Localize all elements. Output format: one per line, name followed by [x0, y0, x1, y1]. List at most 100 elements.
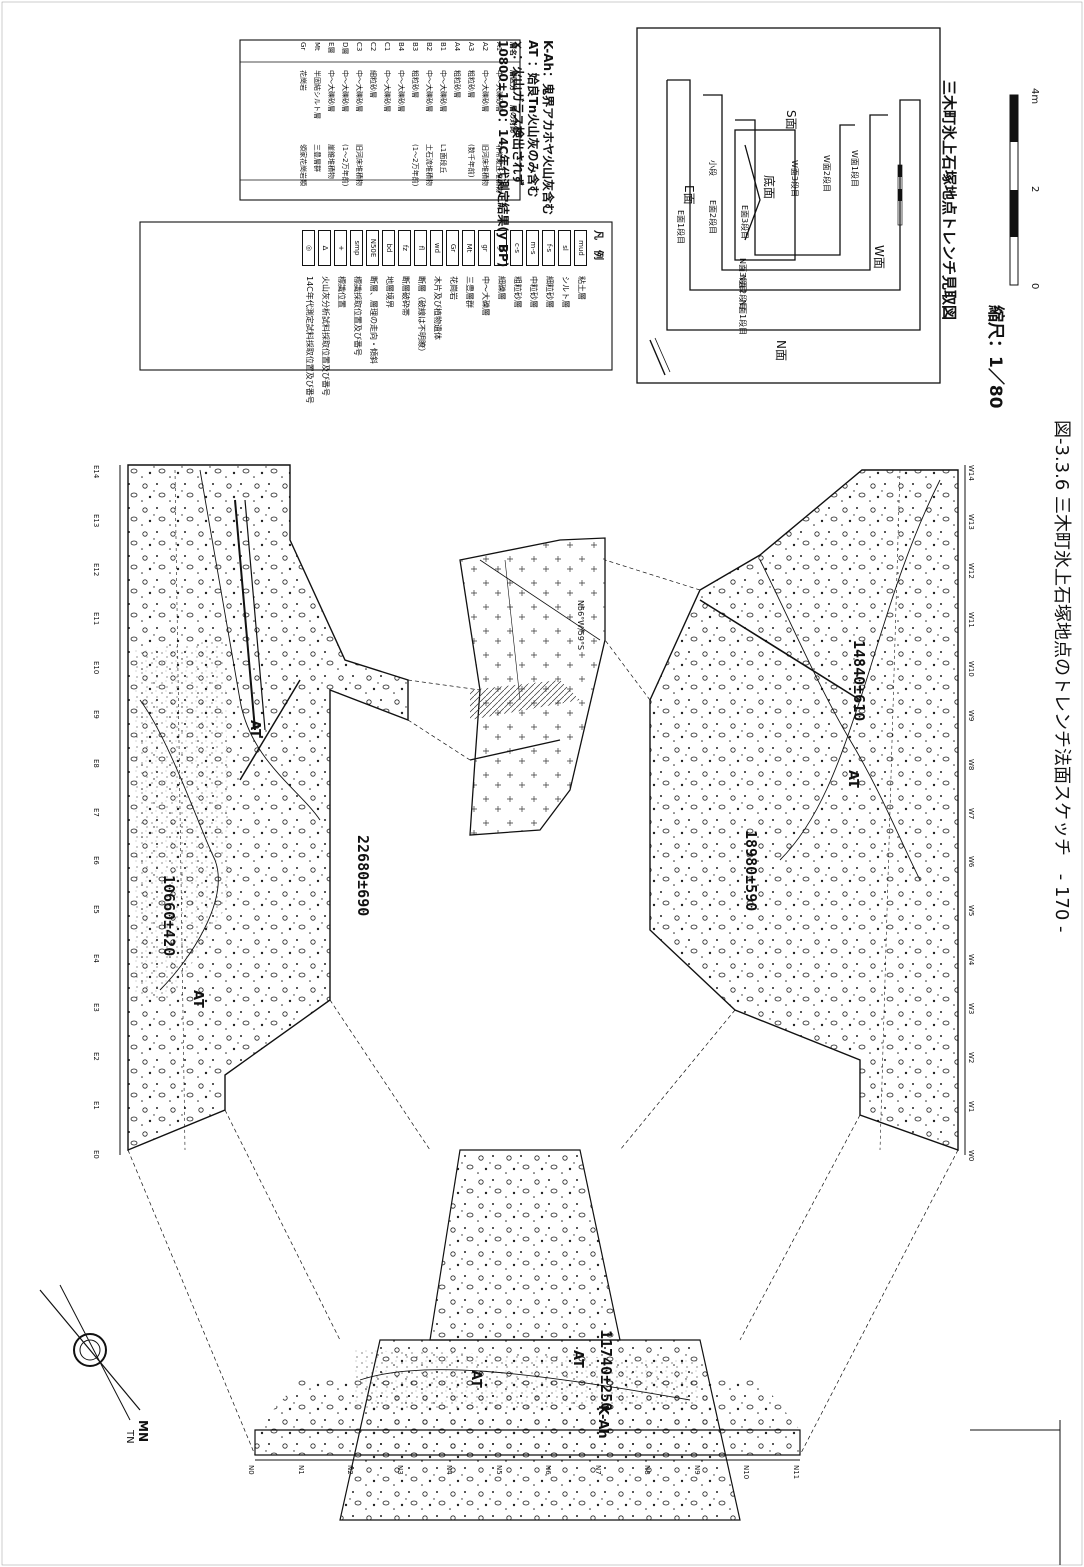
e-tick-label: E5: [92, 905, 100, 915]
w-tick-label: W5: [967, 905, 975, 917]
unit-correlation: (1～2万年前): [411, 144, 419, 187]
e-tick-label: E4: [92, 954, 100, 964]
unit-table-row: A4 粗粒砂層: [450, 42, 464, 224]
legend-item: +標識位置: [333, 230, 349, 404]
unit-correlation: 旧河床堆積物: [355, 144, 363, 186]
unit-class: 半固結シルト層: [313, 70, 321, 119]
correspondence-lines: [127, 559, 959, 1456]
legend-title: 凡 例: [592, 230, 603, 260]
unit-class: 粗粒砂層: [411, 70, 419, 98]
unit-name: B3: [411, 42, 419, 52]
trench-plan-diagram: [636, 27, 941, 384]
unit-table-row: D層中～大礫砂層 (1～2万年前): [338, 42, 352, 224]
date-label-w-1: 18980±590: [742, 830, 760, 912]
date-label-e-2: 22680±690: [354, 835, 372, 917]
tephra-label-at-4: AT: [468, 1370, 483, 1388]
north-arrow-symbol: [39, 1284, 141, 1421]
tephra-label-at-2: AT: [190, 990, 205, 1008]
legend-label: 粗粒砂層: [513, 276, 522, 308]
legend-frame: [139, 221, 613, 371]
unit-correlation: 旧河床堆積物: [481, 144, 489, 186]
e-tick-label: E9: [92, 709, 100, 719]
unit-correlation: (1～2万年前): [341, 144, 349, 187]
legend-symbol: c-s: [510, 230, 524, 266]
unit-correlation: 崖錐堆積物: [327, 144, 335, 179]
fault-strike-label: N56°W/59°S: [576, 600, 585, 651]
unit-name: Mt: [313, 42, 321, 51]
plan-title: 三木町氷上石塚地点トレンチ見取図: [940, 80, 958, 321]
legend-label: 標識採取位置及び番号: [353, 276, 362, 356]
legend-symbol: sl: [558, 230, 572, 266]
e-tick-label: E12: [92, 562, 100, 577]
unit-table-header-correlation: 層の対比: [509, 105, 517, 133]
unit-name: Gr: [299, 42, 307, 51]
e-tick-label: E2: [92, 1052, 100, 1062]
e-tick-label: E6: [92, 856, 100, 866]
legend-label: 三豊層群: [465, 276, 474, 308]
date-label-n-1: 11740±250: [597, 1330, 615, 1412]
legend-symbol: m-s: [526, 230, 540, 266]
unit-name: A4: [453, 42, 461, 52]
unit-correlation: [394, 144, 408, 224]
legend-label: 中粒砂層: [529, 276, 538, 308]
w-tick-label: W8: [967, 758, 975, 770]
e-tick-label: E1: [92, 1101, 100, 1110]
e-tick-label: E8: [92, 758, 100, 768]
plan-scale-tick-2: 2: [1029, 186, 1040, 193]
tephra-label-at-5: AT: [570, 1350, 585, 1368]
legend-symbol: Δ: [318, 230, 332, 266]
legend-label: 断層、層理の走向・傾斜: [369, 276, 378, 364]
n-tick-label: N10: [742, 1465, 751, 1480]
unit-correlation: (数千年前): [467, 144, 475, 178]
unit-table-row: B3 粗粒砂層 (1～2万年前): [408, 42, 422, 224]
legend-symbol: +: [334, 230, 348, 266]
legend-symbol: f-s: [542, 230, 556, 266]
legend-item: ◎14C年代測定試料採取位置及び番号: [301, 230, 317, 404]
e-tick-label: E7: [92, 807, 100, 817]
legend-item: c-s 粗粒砂層: [509, 230, 525, 404]
legend-label: 断層（破線は不明瞭）: [417, 276, 426, 356]
w-tick-label: W7: [967, 807, 975, 819]
unit-class: 中～大礫砂層: [327, 70, 335, 112]
figure-number: 図-3.3.6: [1051, 420, 1072, 491]
date-label-e-1: 10660±420: [160, 875, 178, 957]
plan-e-step-3: E面3段目: [740, 205, 749, 240]
n-tick-label: N6: [544, 1465, 553, 1475]
unit-class: 中～大礫砂層: [341, 70, 349, 112]
unit-class: 粗粒砂層: [453, 70, 461, 98]
unit-class: 中～大礫砂層: [481, 70, 489, 112]
section-scale-bar: [970, 1420, 1061, 1565]
plan-face-bottom: 底面: [762, 175, 776, 200]
legend-symbol: g: [494, 230, 508, 266]
unit-name: B4: [397, 42, 405, 52]
e-tick-label: E3: [92, 1003, 100, 1013]
legend-symbol: Gr: [446, 230, 460, 266]
unit-name: C1: [383, 42, 391, 52]
north-label: MN: [136, 1420, 150, 1442]
unit-correlation: 領家花崗岩類: [299, 144, 307, 186]
w-tick-label: W0: [967, 1150, 975, 1162]
w-tick-label: W11: [967, 611, 975, 628]
unit-correlation: [380, 144, 394, 224]
e-tick-label: E10: [92, 660, 100, 675]
w-tick-label: W1: [967, 1101, 975, 1113]
n-tick-label: N8: [643, 1465, 652, 1475]
trench-scale-bar: [1009, 94, 1019, 286]
unit-name: D層: [341, 42, 349, 55]
legend-label: 木片及び植物遺体: [433, 276, 442, 340]
unit-name: C2: [369, 42, 377, 52]
